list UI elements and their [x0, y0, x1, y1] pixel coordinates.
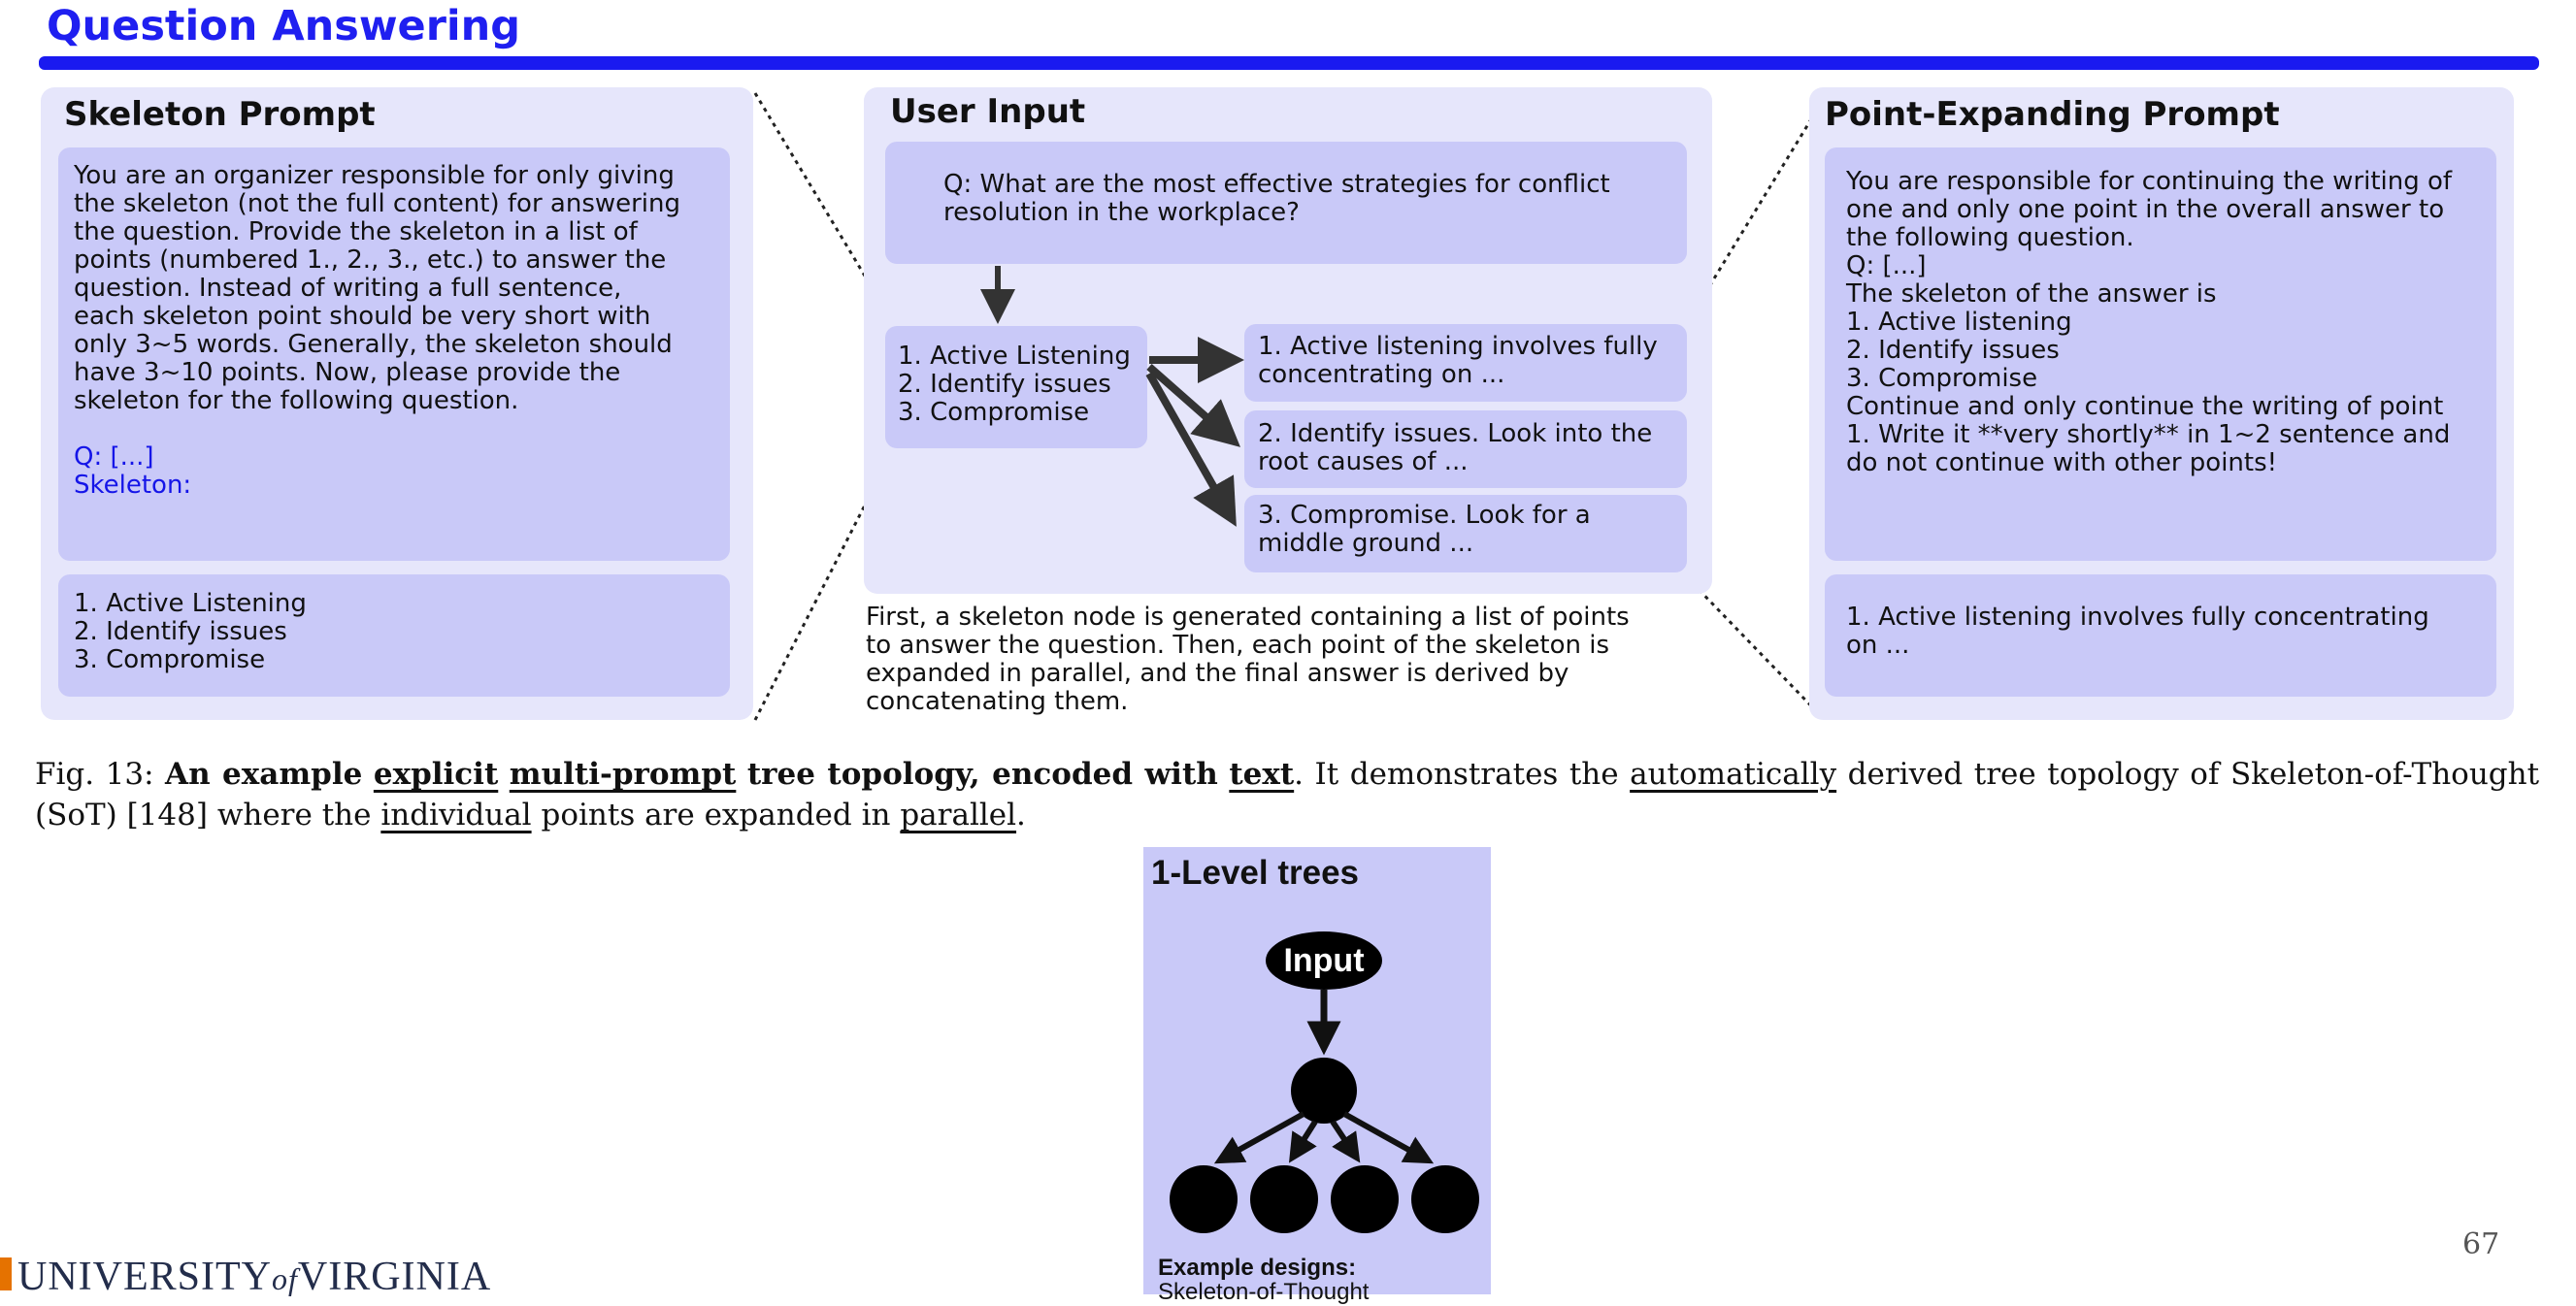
- question-box: [885, 142, 1687, 264]
- skeleton-prompt-text: You are an organizer responsible for onl…: [74, 161, 681, 415]
- example-designs-value: Skeleton-of-Thought: [1158, 1279, 1370, 1305]
- caption-explicit: explicit: [373, 757, 499, 792]
- expansion-text-2: 2. Identify issues. Look into the root c…: [1258, 419, 1653, 476]
- example-designs-label: Example designs:: [1158, 1255, 1357, 1281]
- uva-logo-university: UNIVERSITY: [17, 1255, 272, 1299]
- tree-middle-node: [1291, 1058, 1357, 1124]
- point-expanding-text: You are responsible for continuing the w…: [1846, 167, 2453, 477]
- caption-text-word: text: [1229, 757, 1295, 792]
- user-input-heading: User Input: [890, 92, 1086, 131]
- uva-logo-virginia: VIRGINIA: [297, 1255, 492, 1299]
- figure-caption: Fig. 13: An example explicit multi-promp…: [35, 754, 2539, 835]
- skeleton-node-box: [885, 326, 1147, 448]
- tree-root-label: Input: [1283, 942, 1364, 979]
- caption-bold-1: An example: [165, 757, 363, 792]
- question-text: Q: What are the most effective strategie…: [943, 170, 1610, 227]
- expansion-box-1: [1244, 324, 1687, 402]
- tree-leaf-node-1: [1170, 1165, 1238, 1233]
- skeleton-prompt-heading: Skeleton Prompt: [64, 95, 376, 134]
- uva-rotunda-icon: [0, 1257, 12, 1290]
- expansion-text-3: 3. Compromise. Look for a middle ground …: [1258, 501, 1591, 558]
- connector-right-bottom: [1685, 575, 1827, 722]
- point-expanding-heading: Point-Expanding Prompt: [1825, 95, 2280, 134]
- tree-leaf-node-3: [1331, 1165, 1399, 1233]
- arrow-to-expansion-2: [1146, 363, 1241, 447]
- point-output-text: 1. Active listening involves fully conce…: [1846, 603, 2429, 660]
- uva-logo-of: of: [271, 1261, 298, 1296]
- point-output-box: [1825, 574, 2496, 697]
- caption-automatically: automatically: [1630, 757, 1837, 792]
- page-number: 67: [2462, 1227, 2500, 1261]
- tree-edge-leaf-1: [1213, 1111, 1305, 1164]
- caption-bold-2: tree topology, encoded with: [746, 757, 1218, 792]
- caption-individual: individual: [380, 798, 532, 833]
- expansion-box-2: [1244, 410, 1687, 488]
- caption-part-3: points are expanded in: [541, 798, 891, 833]
- tree-edge-leaf-2: [1288, 1120, 1318, 1163]
- arrow-to-expansion-3: [1145, 372, 1237, 527]
- connector-left-top: [753, 92, 897, 327]
- title-rule: [39, 56, 2539, 70]
- user-input-description: First, a skeleton node is generated cont…: [866, 603, 1630, 716]
- expansion-text-1: 1. Active listening involves fully conce…: [1258, 332, 1658, 389]
- caption-parallel: parallel: [900, 798, 1017, 833]
- point-expanding-box: [1825, 147, 2496, 561]
- skeleton-output-box: [58, 574, 730, 697]
- expansion-box-3: [1244, 495, 1687, 572]
- skeleton-output-text: 1. Active Listening 2. Identify issues 3…: [74, 589, 307, 674]
- skeleton-prompt-box: [58, 147, 730, 561]
- tree-edge-leaf-3: [1330, 1120, 1361, 1163]
- uva-logo: UNIVERSITYofVIRGINIA: [0, 1254, 491, 1300]
- caption-multi-prompt: multi-prompt: [509, 757, 737, 792]
- caption-part-2: derived tree topology of Skeleton-of-Tho…: [35, 757, 2540, 833]
- caption-part-1: . It demonstrates the: [1294, 757, 1619, 792]
- tree-leaf-node-4: [1411, 1165, 1479, 1233]
- caption-end: .: [1016, 798, 1026, 833]
- caption-label: Fig. 13:: [35, 757, 154, 792]
- skeleton-label-line: Skeleton:: [74, 471, 192, 500]
- slide-title: Question Answering: [47, 2, 521, 50]
- skeleton-q-line: Q: [...]: [74, 442, 154, 472]
- tree-edge-leaf-4: [1342, 1111, 1435, 1164]
- tree-root-node: [1266, 931, 1382, 990]
- tree-inset-title: 1-Level trees: [1151, 854, 1360, 892]
- tree-leaf-node-2: [1250, 1165, 1318, 1233]
- skeleton-node-text: 1. Active Listening 2. Identify issues 3…: [898, 342, 1131, 427]
